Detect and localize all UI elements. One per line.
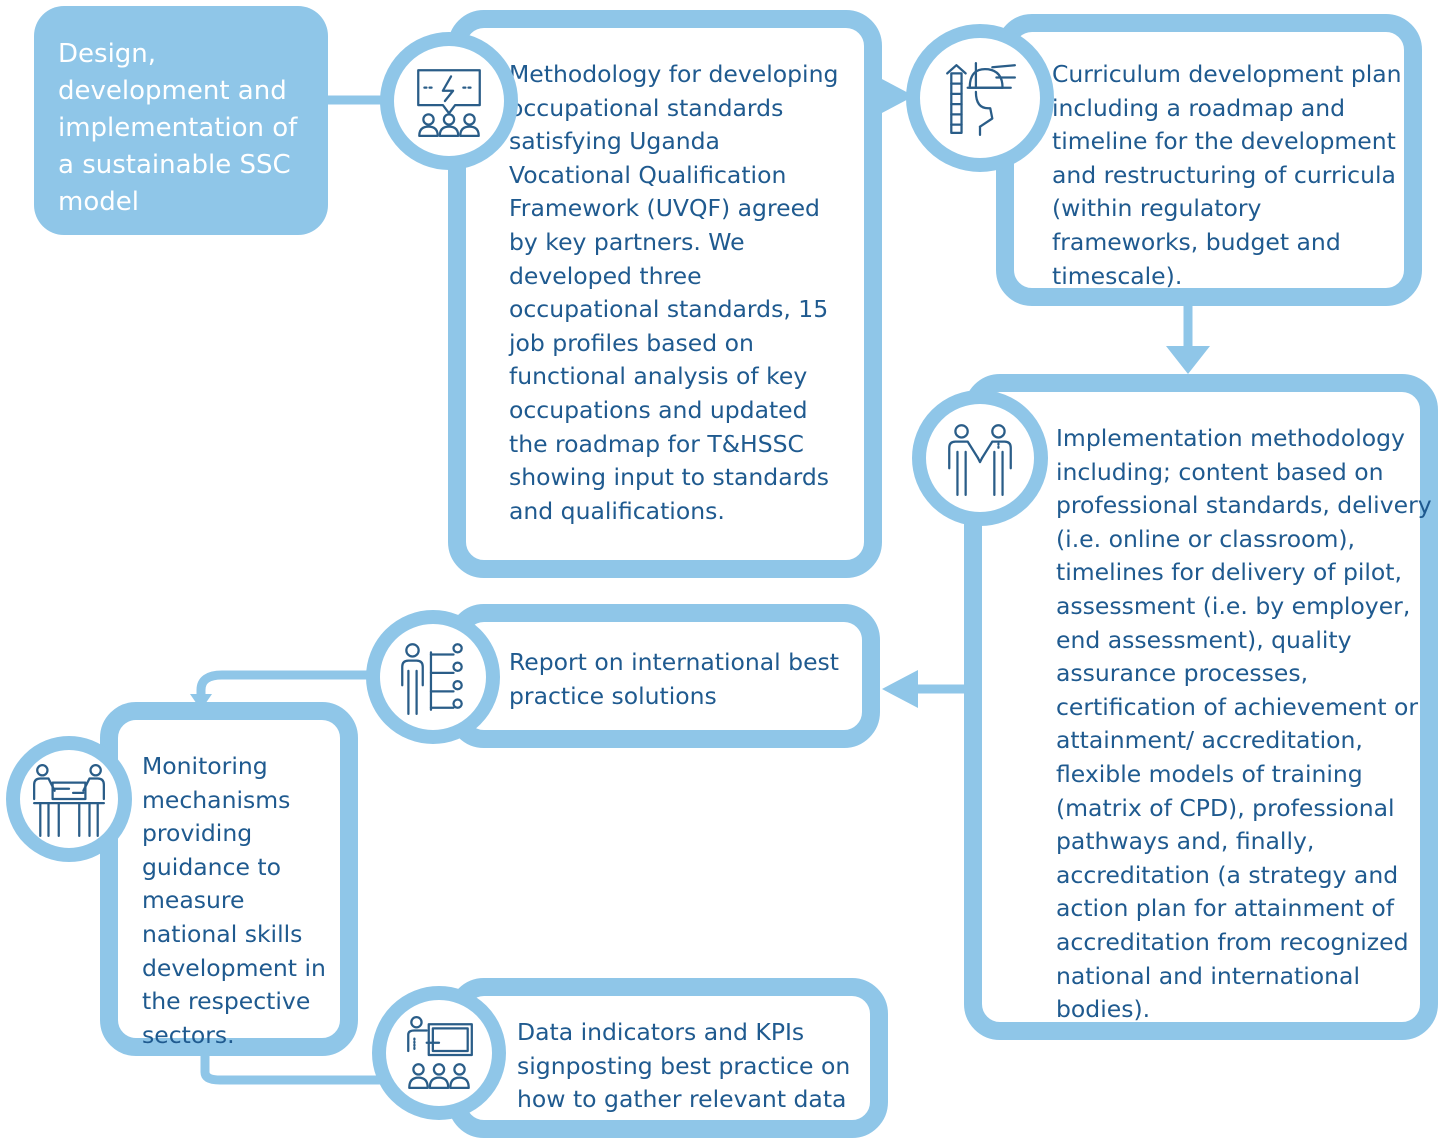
connector-report-to-monitoring <box>196 670 380 702</box>
arrowhead-to-implementation <box>1166 346 1210 374</box>
engineer-icon <box>946 62 1016 137</box>
step-box-methodology: Methodology for developing occupational … <box>448 10 882 578</box>
arrowhead-to-curriculum <box>880 78 914 114</box>
arrowhead-to-report <box>882 670 918 708</box>
step-circle-report <box>366 610 500 744</box>
step-circle-implementation <box>912 390 1048 526</box>
step-box-implementation: Implementation methodology including; co… <box>964 374 1438 1040</box>
step-circle-monitoring <box>6 736 132 862</box>
step-box-curriculum: Curriculum development plan including a … <box>996 14 1422 306</box>
connector-monitoring-to-data <box>200 1052 385 1085</box>
step-circle-data <box>372 986 506 1120</box>
presentation-icon <box>417 69 481 137</box>
step-text-monitoring: Monitoring mechanisms providing guidance… <box>142 752 326 1049</box>
step-circle-curriculum <box>906 24 1054 172</box>
start-text: Design, development and implementation o… <box>58 39 298 217</box>
step-box-data: Data indicators and KPIs signposting bes… <box>448 978 888 1138</box>
step-text-implementation: Implementation methodology including; co… <box>1056 424 1432 1024</box>
step-box-monitoring: Monitoring mechanisms providing guidance… <box>100 702 358 1056</box>
step-text-curriculum: Curriculum development plan including a … <box>1052 60 1402 290</box>
step-text-data: Data indicators and KPIs signposting bes… <box>517 1018 851 1114</box>
person-network-icon <box>401 643 463 716</box>
step-circle-methodology <box>380 32 518 170</box>
step-text-methodology: Methodology for developing occupational … <box>509 60 839 525</box>
handshake-icon <box>948 424 1012 497</box>
step-box-report: Report on international best practice so… <box>448 604 880 748</box>
meeting-icon <box>33 764 105 838</box>
start-box: Design, development and implementation o… <box>34 6 328 235</box>
audience-board-icon <box>407 1015 473 1089</box>
step-text-report: Report on international best practice so… <box>509 648 839 710</box>
